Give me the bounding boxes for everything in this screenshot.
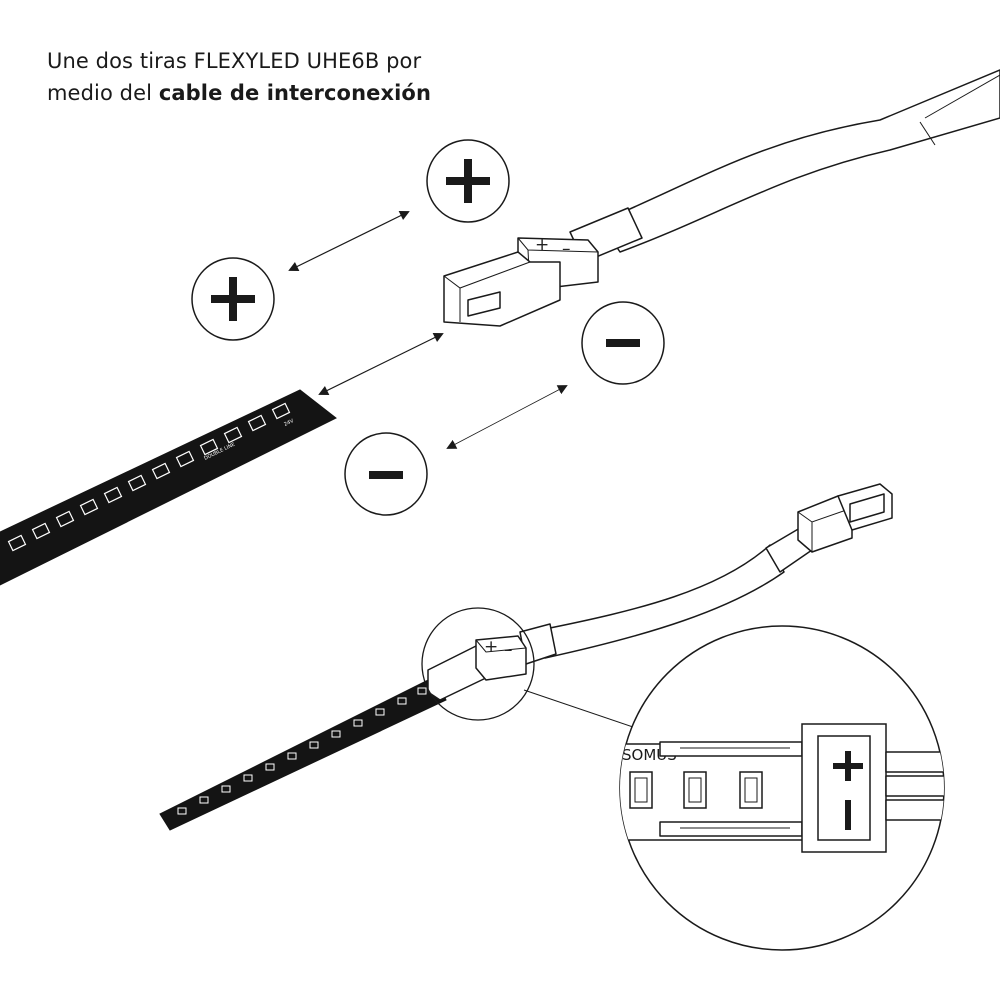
upper-cable [569,69,1000,263]
caption-regular: medio del [47,81,159,105]
zoom-indicator [421,607,637,729]
lower-left-connector: + – [427,635,527,701]
arrow-strip-connector [318,333,444,395]
lower-led-strip [159,675,447,831]
zoom-minus [845,800,851,830]
minus-circle-left [344,432,428,516]
upper-connector: + – [443,235,599,327]
arrows [288,211,568,449]
upper-connector-plus: + [535,235,549,255]
plus-circle-left [191,257,275,341]
lower-right-connector [797,483,893,553]
upper-led-strip: DOUBLE LINE 24V [0,389,337,586]
lower-connector-plus: + [484,637,498,657]
upper-connector-minus: – [562,239,571,259]
caption-line-1: Une dos tiras FLEXYLED UHE6B por [47,49,422,73]
arrow-minus [446,385,568,449]
caption: Une dos tiras FLEXYLED UHE6B por medio d… [47,45,431,109]
arrow-plus [288,211,410,271]
plus-circle-top [426,139,510,223]
zoom-plus-v [845,751,851,781]
caption-line-2: medio del cable de interconexión [47,77,431,109]
minus-circle-right [581,301,665,385]
zoom-detail: SOMUS [619,625,945,951]
caption-bold: cable de interconexión [158,81,431,105]
upper-strip-voltage: 24V [283,418,295,428]
lower-connector-minus: – [504,640,513,660]
